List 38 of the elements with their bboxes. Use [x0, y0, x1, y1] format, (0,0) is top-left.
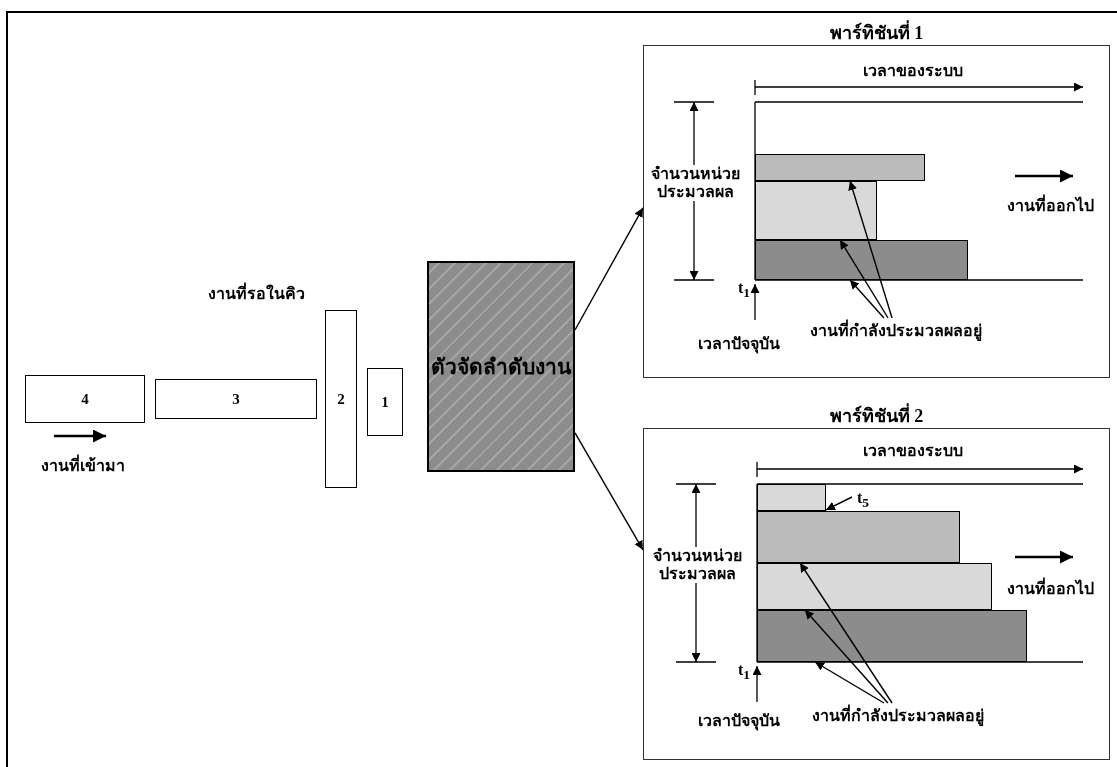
leader-line: [799, 562, 893, 704]
time-label: t$_{1}$: [737, 659, 751, 684]
leader-line: [839, 239, 889, 319]
processing-bar: [755, 181, 877, 240]
processing-bar: [757, 610, 1027, 662]
dimension-label: จำนวนหน่วย ประมวลผล: [649, 165, 741, 201]
time-label: t$_{1}$: [737, 277, 751, 302]
scheduler-box: ตัวจัดลำดับงาน: [427, 261, 575, 472]
leader-line: [814, 661, 885, 704]
leader-line: [825, 496, 853, 511]
text-label: เวลาของระบบ: [862, 440, 964, 460]
text-label: งานที่รอในคิว: [206, 283, 306, 303]
queue-job-box: 2: [325, 310, 357, 488]
arrow: [574, 432, 644, 551]
partition-heading: พาร์ทิชันที่ 2: [643, 405, 1110, 427]
processing-bar: [755, 240, 968, 280]
leader-line: [848, 180, 893, 319]
partition-heading: พาร์ทิชันที่ 1: [643, 22, 1110, 44]
arrow: [574, 207, 644, 331]
text-label: งานที่ออกไป: [1005, 578, 1095, 598]
processing-bar: [757, 484, 826, 511]
annotation-text: งานที่กำลังประมวลผลอยู่: [806, 318, 986, 342]
text-label: เวลาปัจจุบัน: [697, 710, 781, 730]
queue-job-box: 1: [367, 368, 403, 436]
dimension-label: จำนวนหน่วย ประมวลผล: [651, 547, 743, 583]
queue-job-box: 3: [155, 379, 317, 419]
processing-bar: [755, 154, 925, 181]
text-label: เวลาของระบบ: [862, 60, 964, 80]
leader-line: [849, 279, 885, 319]
time-label: t$_{5}$: [852, 488, 874, 512]
queue-job-box: 4: [25, 375, 145, 423]
text-label: งานที่ออกไป: [1005, 195, 1095, 215]
text-label: งานที่เข้ามา: [40, 455, 126, 475]
processing-bar: [757, 563, 992, 610]
processing-bar: [757, 511, 960, 563]
leader-line: [804, 609, 889, 704]
text-label: เวลาปัจจุบัน: [697, 333, 781, 353]
annotation-text: งานที่กำลังประมวลผลอยู่: [808, 703, 988, 727]
